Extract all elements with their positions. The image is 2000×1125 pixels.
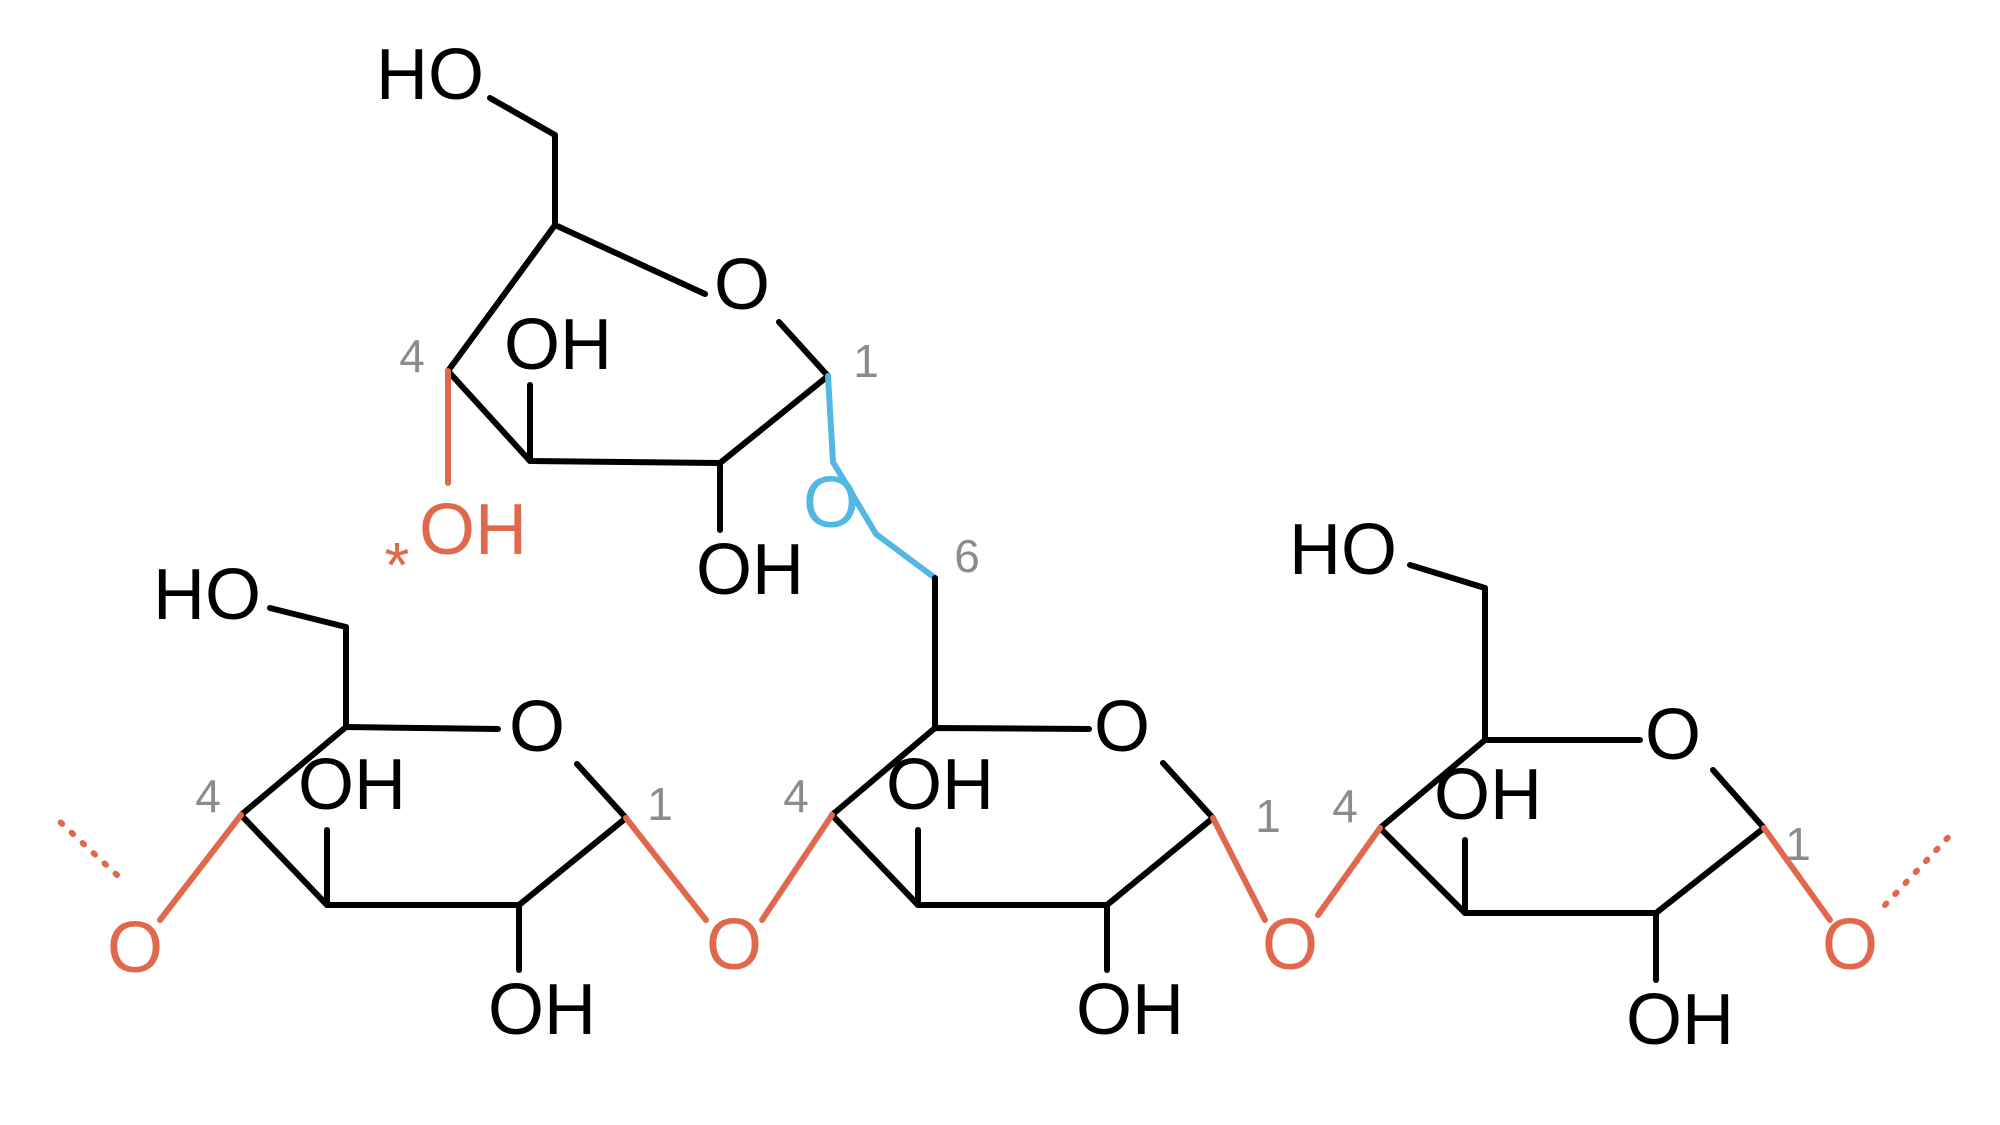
left-c2-hydroxyl-label: OH: [488, 970, 596, 1050]
left-middle-linkage-bond-b: [759, 812, 835, 923]
right-ring-oxygen-label: O: [1645, 695, 1701, 775]
middle-c2-hydroxyl-label: OH: [1076, 970, 1184, 1050]
left-middle-linkage-oxygen-label: O: [706, 905, 762, 985]
branch-c2-hydroxyl-label: OH: [696, 530, 804, 610]
chain-continuation-left: [55, 817, 120, 878]
branch-hydroxymethyl-label: HO: [376, 35, 484, 115]
right-end-linkage-bond: [1761, 825, 1833, 923]
middle-right-linkage-bond-b: [1315, 825, 1383, 918]
left-hydroxymethyl-label: HO: [153, 555, 261, 635]
branch-c3-hydroxyl-label: OH: [504, 305, 612, 385]
branch-pos-1: 1: [853, 335, 879, 387]
left-pos-1: 1: [647, 778, 673, 830]
right-ch2oh-bond: [1407, 562, 1488, 743]
left-ch2oh-bond: [267, 605, 349, 730]
position-numbers: 4 1 6 4 1 4 1 4 1: [195, 330, 1811, 870]
chain-continuation-right: [1882, 827, 1958, 908]
left-pos-4: 4: [195, 770, 221, 822]
alpha-1-6-linkage-oxygen-label: O: [803, 463, 859, 543]
alpha-1-6-linkage-bonds: [825, 373, 938, 581]
left-end-linkage-oxygen-label: O: [107, 908, 163, 988]
branch-ch2oh-bond: [487, 95, 558, 228]
right-pos-1: 1: [1785, 818, 1811, 870]
right-c3-hydroxyl-label: OH: [1434, 755, 1542, 835]
middle-ring-oxygen-label: O: [1094, 687, 1150, 767]
branch-pos-4: 4: [399, 330, 425, 382]
branch-ring-oxygen-label: O: [714, 245, 770, 325]
right-end-linkage-oxygen-label: O: [1822, 905, 1878, 985]
middle-c3-hydroxyl-label: OH: [886, 745, 994, 825]
branch-c4-hydroxyl-label: OH: [419, 490, 527, 570]
middle-right-linkage-bond-a: [1210, 815, 1268, 923]
right-c2-hydroxyl-label: OH: [1626, 980, 1734, 1060]
reducing-end-marker: *: [385, 529, 410, 601]
left-c3-hydroxyl-label: OH: [298, 745, 406, 825]
middle-pos-1: 1: [1255, 790, 1281, 842]
left-middle-linkage-bond-a: [623, 815, 709, 923]
left-end-linkage-bond: [157, 812, 244, 923]
middle-pos-6: 6: [954, 530, 980, 582]
left-ring-oxygen-label: O: [509, 687, 565, 767]
right-hydroxymethyl-label: HO: [1289, 510, 1397, 590]
middle-right-linkage-oxygen-label: O: [1262, 905, 1318, 985]
alpha-1-4-linkage-bonds: [157, 812, 1833, 923]
middle-pos-4: 4: [783, 770, 809, 822]
right-pos-4: 4: [1332, 780, 1358, 832]
